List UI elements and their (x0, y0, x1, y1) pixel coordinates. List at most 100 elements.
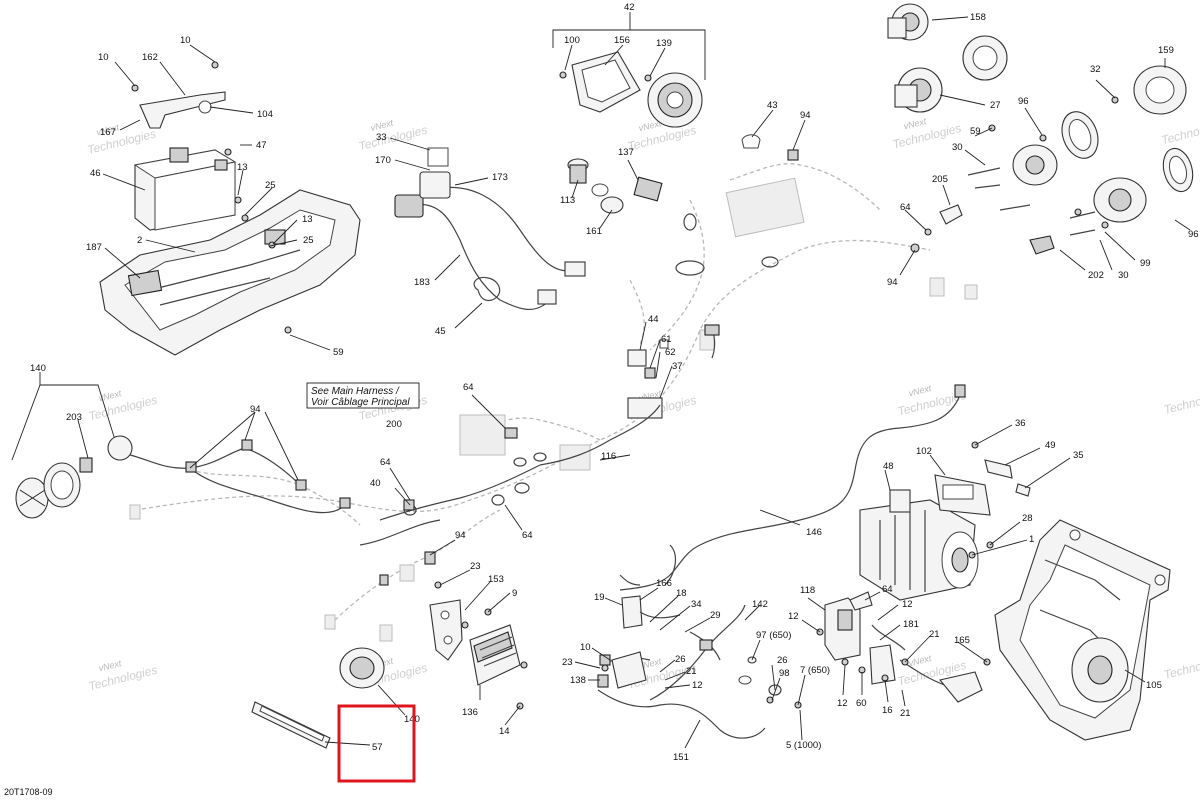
callout: 118 (800, 585, 815, 596)
callout: 21 (900, 708, 911, 719)
harness-183 (394, 147, 586, 310)
battery-tray-assembly (99, 61, 361, 356)
callout: 28 (1022, 513, 1033, 524)
callout: 94 (887, 277, 898, 288)
callout: 146 (806, 527, 822, 538)
callout: 96 (1188, 229, 1199, 240)
callout: 40 (370, 478, 381, 489)
regulator-assembly (429, 581, 528, 710)
callout: 162 (142, 52, 158, 63)
callout: 48 (883, 461, 894, 472)
upper-right-mechanical (887, 3, 1194, 255)
callout: 18 (676, 588, 687, 599)
callout: 35 (1073, 450, 1084, 461)
callout: 47 (256, 140, 267, 151)
callout: 10 (580, 642, 591, 653)
callout: 161 (586, 226, 602, 237)
callout: 19 (594, 592, 605, 603)
callout: 33 (376, 132, 387, 143)
callout: 167 (100, 127, 116, 138)
switch-parts (567, 134, 799, 276)
callout: 23 (470, 561, 481, 572)
callout: 100 (564, 35, 580, 46)
callout: 25 (303, 235, 314, 246)
leader-lines (77, 16, 1191, 749)
callout: 138 (570, 675, 586, 686)
callout: 25 (265, 180, 276, 191)
callout: 94 (455, 530, 466, 541)
callout: 104 (257, 109, 273, 120)
callout: 57 (372, 742, 383, 753)
callout: 60 (856, 698, 867, 709)
part-57-highlight-box (337, 704, 416, 783)
callout: 202 (1088, 270, 1104, 281)
watermark-line2: Technologies (1162, 651, 1200, 682)
callout: 113 (560, 195, 575, 206)
callout: 37 (672, 361, 683, 372)
callout: 13 (237, 162, 248, 173)
left-light-assembly (11, 372, 351, 519)
switch-linkage-assembly (816, 591, 991, 703)
callout: 21 (929, 629, 940, 640)
note-line2: Voir Câblage Principal (311, 397, 410, 408)
starter-assembly (619, 384, 1031, 601)
callout: 64 (463, 382, 474, 393)
callout: 151 (673, 752, 689, 763)
callout: 137 (618, 147, 634, 158)
callout: 62 (665, 347, 676, 358)
callout: 14 (499, 726, 510, 737)
callout: 156 (614, 35, 630, 46)
callout: 200 (386, 419, 402, 430)
main-harness-200 (359, 404, 661, 586)
callout: 12 (788, 611, 799, 622)
lower-harness-151 (597, 595, 802, 739)
main-harness-ghost (129, 163, 978, 642)
callout: 12 (902, 599, 913, 610)
callout: 59 (970, 126, 981, 137)
callout: 181 (903, 619, 919, 630)
callout: 29 (710, 610, 721, 621)
callout: 5 (1000) (786, 740, 821, 751)
callout: 165 (954, 635, 970, 646)
callout: 136 (462, 707, 478, 718)
callout: 99 (1140, 258, 1151, 269)
watermark-line2: Technologies (1160, 117, 1200, 148)
callout-labels: 42 10 162 10 104 167 47 46 13 25 13 25 2… (30, 2, 1199, 763)
callout: 7 (650) (800, 665, 830, 676)
callout: 153 (488, 574, 504, 585)
callout: 140 (30, 363, 46, 374)
see-main-harness-note: See Main Harness / Voir Câblage Principa… (306, 382, 420, 409)
callout: 30 (1118, 270, 1129, 281)
callout: 105 (1146, 680, 1162, 691)
callout: 140 (404, 714, 420, 725)
callout: 102 (916, 446, 932, 457)
callout: 183 (414, 277, 430, 288)
callout: 64 (900, 202, 911, 213)
callout: 203 (66, 412, 82, 423)
dash-display-assembly (552, 12, 706, 128)
callout: 9 (512, 588, 517, 599)
callout: 16 (882, 705, 893, 716)
callout: 173 (492, 172, 508, 183)
document-code: 20T1708-09 (4, 787, 53, 797)
callout: 187 (86, 242, 102, 253)
callout: 97 (650) (756, 630, 791, 641)
callout: 34 (691, 599, 702, 610)
rear-light-assembly (251, 647, 385, 749)
callout: 30 (952, 142, 963, 153)
callout: 159 (1158, 45, 1174, 56)
callout: 166 (656, 578, 672, 589)
callout: 49 (1045, 440, 1056, 451)
callout: 158 (970, 12, 986, 23)
callout: 26 (675, 654, 686, 665)
callout: 13 (302, 214, 313, 225)
note-line1: See Main Harness / (311, 386, 400, 397)
callout: 2 (137, 235, 142, 246)
callout: 64 (882, 584, 893, 595)
callout: 142 (752, 599, 768, 610)
callout: 61 (661, 334, 672, 345)
callout: 12 (837, 698, 848, 709)
callout: 1 (1029, 534, 1034, 545)
callout: 26 (777, 655, 788, 666)
